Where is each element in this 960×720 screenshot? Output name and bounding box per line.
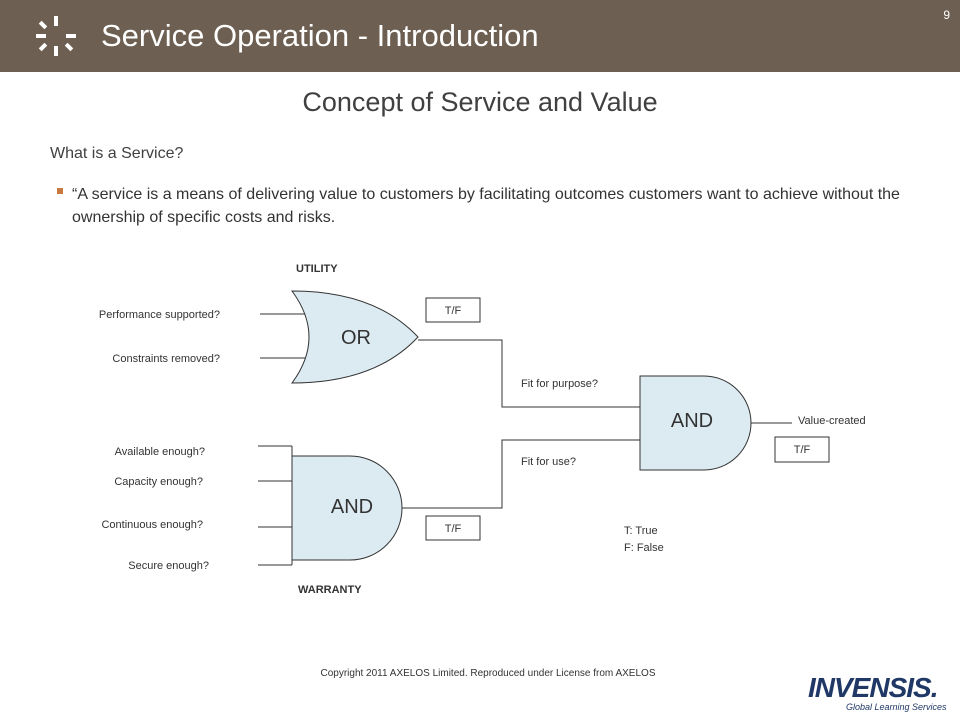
value-created-label: Value-created [798,415,866,427]
and-input-label-4: Secure enough? [128,560,209,572]
warranty-and-gate-label: AND [331,496,373,518]
fit-for-use-label: Fit for use? [521,456,576,468]
slide-subtitle: Concept of Service and Value [302,87,658,117]
warranty-output-tf-label: T/F [445,523,462,535]
warranty-label: WARRANTY [298,584,362,596]
slide-number: 9 [943,8,950,22]
or-input-label-1: Performance supported? [99,309,220,321]
legend-true: T: True [624,525,658,537]
header-title: Service Operation - Introduction [101,18,539,53]
logic-gate-diagram: UTILITY WARRANTY Performance supported? … [99,263,866,596]
or-output-tf-label: T/F [445,305,462,317]
final-and-gate [639,375,752,471]
and-input-label-2: Capacity enough? [114,476,203,488]
and-input-label-1: Available enough? [115,446,205,458]
fit-for-purpose-wire [418,339,640,408]
logo-tagline: Global Learning Services [846,702,947,712]
header-bar: Service Operation - Introduction 9 [0,0,960,72]
and-input-label-3: Continuous enough? [101,519,203,531]
or-gate [291,290,419,384]
spinner-dots-icon [36,16,76,56]
or-output-tf-box [425,297,481,323]
question-text: What is a Service? [50,145,184,162]
bullet-text: “A service is a means of delivering valu… [72,186,900,226]
final-output-tf-box [774,436,830,463]
warranty-and-gate [291,455,403,561]
legend-false: F: False [624,542,664,554]
final-and-gate-label: AND [671,410,713,432]
bullet-marker [57,188,63,194]
warranty-output-tf-box [425,515,481,541]
utility-label: UTILITY [296,263,338,275]
invensis-logo: INVENSIS. Global Learning Services [808,672,958,716]
fit-for-purpose-label: Fit for purpose? [521,378,598,390]
copyright-footer: Copyright 2011 AXELOS Limited. Reproduce… [320,668,656,679]
or-input-label-2: Constraints removed? [112,353,220,365]
fit-for-use-wire [402,439,640,509]
logo-wordmark: INVENSIS. [808,672,938,703]
final-output-tf-label: T/F [794,444,811,456]
or-gate-label: OR [341,327,371,349]
